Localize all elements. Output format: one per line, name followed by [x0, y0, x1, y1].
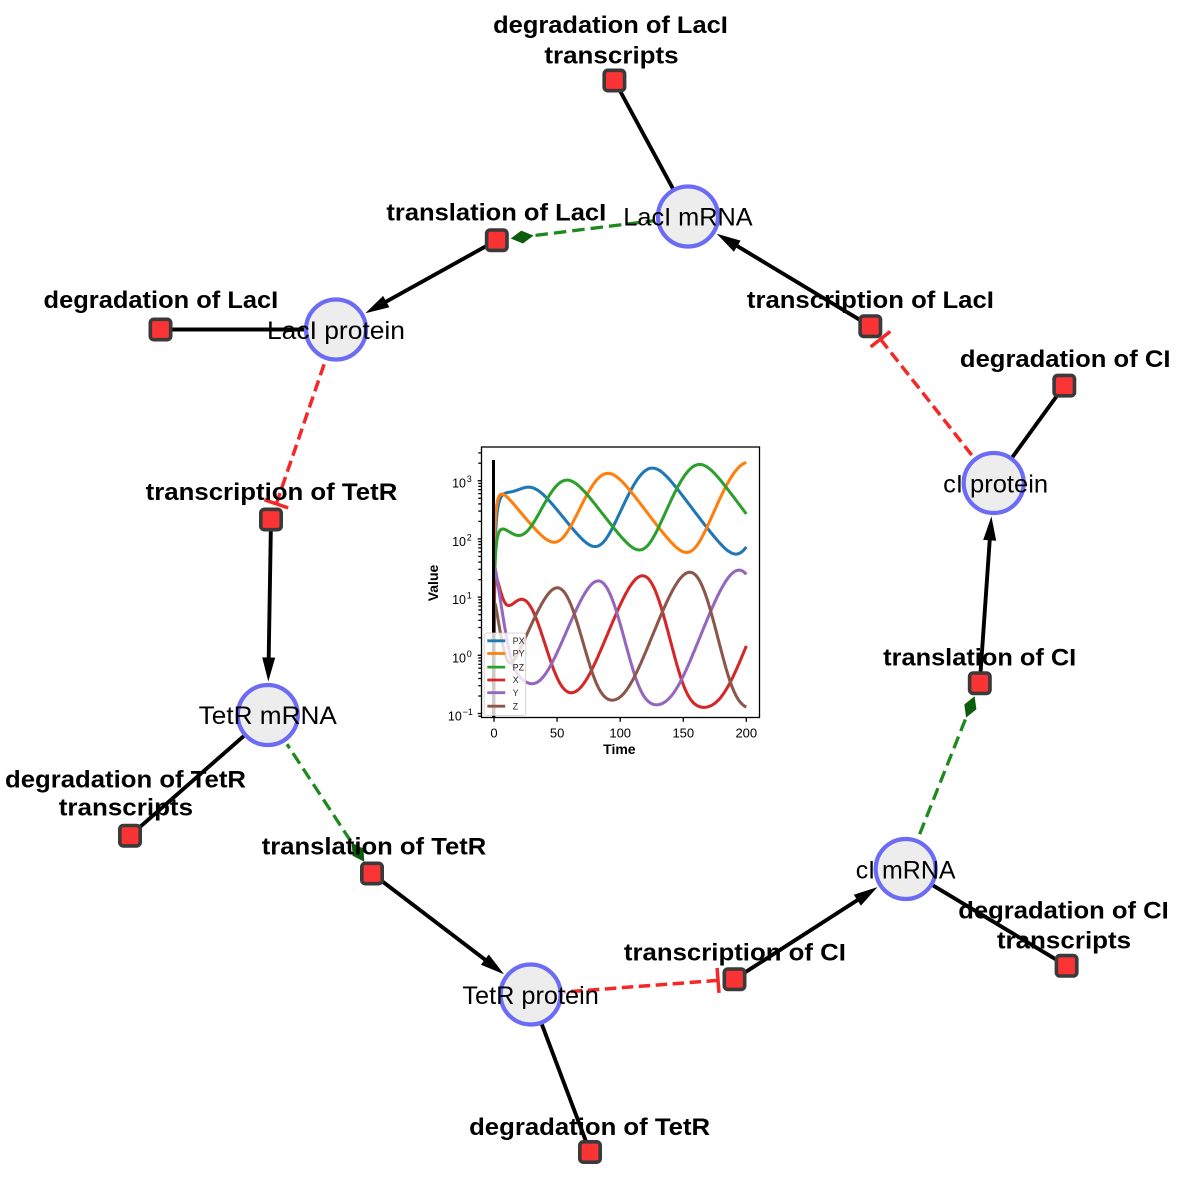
- svg-text:translation of LacI: translation of LacI: [386, 199, 606, 226]
- svg-text:10: 10: [452, 593, 466, 607]
- svg-text:degradation of CI: degradation of CI: [958, 898, 1169, 925]
- svg-text:50: 50: [550, 725, 564, 740]
- svg-text:transcripts: transcripts: [544, 43, 678, 70]
- svg-text:PZ: PZ: [513, 662, 525, 672]
- svg-text:10: 10: [452, 651, 466, 665]
- svg-text:3: 3: [467, 474, 472, 484]
- svg-text:−1: −1: [463, 707, 473, 717]
- svg-text:0: 0: [490, 725, 497, 740]
- svg-text:100: 100: [609, 725, 631, 740]
- svg-text:Y: Y: [513, 688, 519, 698]
- svg-text:degradation of LacI: degradation of LacI: [44, 287, 279, 314]
- svg-text:cI protein: cI protein: [943, 471, 1048, 499]
- svg-text:translation of CI: translation of CI: [883, 645, 1076, 672]
- svg-text:transcripts: transcripts: [997, 928, 1131, 955]
- svg-text:degradation of CI: degradation of CI: [960, 346, 1171, 373]
- svg-text:150: 150: [672, 725, 694, 740]
- svg-text:transcription of CI: transcription of CI: [624, 940, 846, 967]
- svg-text:LacI protein: LacI protein: [267, 317, 405, 345]
- svg-text:PY: PY: [513, 649, 525, 659]
- svg-text:X: X: [513, 675, 519, 685]
- svg-text:2: 2: [467, 532, 472, 542]
- svg-text:degradation of TetR: degradation of TetR: [5, 767, 246, 794]
- svg-text:transcripts: transcripts: [59, 795, 193, 822]
- svg-text:translation of TetR: translation of TetR: [262, 834, 487, 861]
- svg-text:10: 10: [452, 477, 466, 491]
- svg-text:0: 0: [467, 649, 472, 659]
- svg-text:degradation of TetR: degradation of TetR: [469, 1114, 710, 1141]
- svg-text:TetR protein: TetR protein: [462, 982, 598, 1010]
- svg-text:PX: PX: [513, 636, 525, 646]
- svg-text:200: 200: [735, 725, 757, 740]
- svg-text:transcription of TetR: transcription of TetR: [146, 479, 398, 506]
- svg-text:Value: Value: [425, 565, 441, 602]
- svg-text:transcription of LacI: transcription of LacI: [747, 287, 994, 314]
- svg-text:1: 1: [467, 591, 472, 601]
- svg-text:degradation of LacI: degradation of LacI: [493, 12, 728, 39]
- svg-text:Z: Z: [513, 701, 519, 711]
- svg-text:Time: Time: [603, 741, 636, 757]
- svg-text:cI mRNA: cI mRNA: [856, 857, 956, 885]
- svg-text:LacI mRNA: LacI mRNA: [623, 204, 753, 232]
- svg-text:TetR mRNA: TetR mRNA: [199, 702, 337, 730]
- svg-text:10: 10: [452, 535, 466, 549]
- svg-text:10: 10: [448, 710, 462, 724]
